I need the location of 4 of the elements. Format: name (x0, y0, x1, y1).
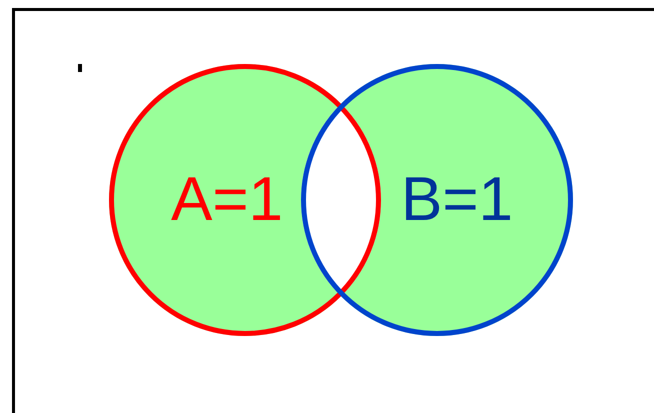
set-circle (301, 64, 573, 336)
set-label: A=1 (170, 169, 284, 231)
set-circle (109, 64, 381, 336)
set-label: B=1 (400, 169, 514, 231)
